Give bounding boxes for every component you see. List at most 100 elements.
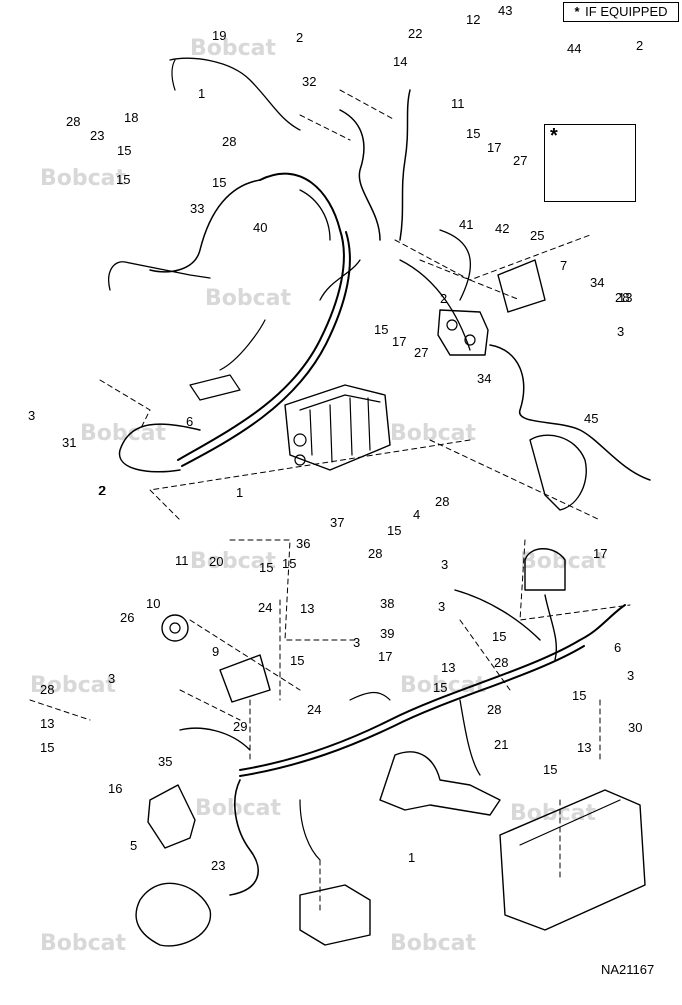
callout-label: 17	[378, 649, 392, 664]
callout-label: 44	[567, 41, 581, 56]
callout-label: 11	[175, 553, 189, 568]
callout-label: 3	[438, 599, 445, 614]
if-equipped-legend: * IF EQUIPPED	[563, 2, 679, 22]
callout-label: 28	[435, 494, 449, 509]
callout-label: 35	[158, 754, 172, 769]
callout-label: 28	[222, 134, 236, 149]
bobcat-watermark: Bobcat	[40, 931, 127, 956]
callout-label: 24	[307, 702, 321, 717]
callout-label: 3	[28, 408, 35, 423]
callout-label: 13	[441, 660, 455, 675]
callout-label: 10	[146, 596, 160, 611]
callout-label: 45	[584, 411, 598, 426]
bobcat-watermark: Bobcat	[390, 421, 477, 446]
bobcat-watermark: Bobcat	[390, 931, 477, 956]
callout-label: 2	[636, 38, 643, 53]
callout-label: 34	[590, 275, 604, 290]
callout-label: 34	[477, 371, 491, 386]
callout-label: 16	[108, 781, 122, 796]
callout-label: 1	[198, 86, 205, 101]
callout-label: 15	[40, 740, 54, 755]
callout-label: 3	[627, 668, 634, 683]
callout-label: 15	[572, 688, 586, 703]
callout-label: 19	[212, 28, 226, 43]
inset-star: *	[550, 125, 558, 147]
callout-label: 28	[615, 290, 629, 305]
callout-label: 20	[209, 554, 223, 569]
callout-label: 5	[130, 838, 137, 853]
callout-label: 28	[494, 655, 508, 670]
callout-label: 13	[618, 290, 632, 305]
legend-text: IF EQUIPPED	[585, 4, 668, 19]
callout-label: 9	[212, 644, 219, 659]
callout-label: 11	[451, 96, 465, 111]
callout-label: 6	[186, 414, 193, 429]
callout-label: 2	[296, 30, 303, 45]
callout-label: 13	[577, 740, 591, 755]
callout-label: 17	[392, 334, 406, 349]
callout-label: 28	[66, 114, 80, 129]
callout-label: 2	[99, 483, 106, 498]
callout-label: 13	[300, 601, 314, 616]
callout-label: 18	[124, 110, 138, 125]
callout-label: 3	[617, 324, 624, 339]
callout-label: 23	[211, 858, 225, 873]
callout-label: 14	[393, 54, 407, 69]
callout-label: 26	[120, 610, 134, 625]
callout-label: 15	[212, 175, 226, 190]
callout-label: 39	[380, 626, 394, 641]
callout-label: 12	[466, 12, 480, 27]
callout-label: 15	[543, 762, 557, 777]
callout-label: 32	[302, 74, 316, 89]
legend-star: *	[574, 4, 580, 19]
callout-label: 2	[440, 291, 447, 306]
callout-label: 27	[513, 153, 527, 168]
callout-label: 31	[62, 435, 76, 450]
bobcat-watermark: Bobcat	[190, 549, 277, 574]
callout-label: 1	[408, 850, 415, 865]
callout-label: 4	[413, 507, 420, 522]
callout-label: 29	[233, 719, 247, 734]
callout-label: 3	[108, 671, 115, 686]
callout-label: 15	[259, 560, 273, 575]
callout-label: 13	[40, 716, 54, 731]
bobcat-watermark: Bobcat	[40, 166, 127, 191]
callout-label: 40	[253, 220, 267, 235]
callout-label: 28	[40, 682, 54, 697]
callout-label: 21	[494, 737, 508, 752]
callout-label: 15	[117, 143, 131, 158]
callout-label: 25	[530, 228, 544, 243]
callout-label: 38	[380, 596, 394, 611]
bobcat-watermark: Bobcat	[205, 286, 292, 311]
callout-label: 36	[296, 536, 310, 551]
callout-label: 17	[487, 140, 501, 155]
callout-label: 42	[495, 221, 509, 236]
optional-part-inset: *	[544, 124, 636, 202]
callout-label: 37	[330, 515, 344, 530]
bobcat-watermark: Bobcat	[520, 549, 607, 574]
callout-label: 2	[98, 483, 105, 498]
callout-label: 1	[236, 485, 243, 500]
callout-label: 3	[441, 557, 448, 572]
callout-label: 43	[498, 3, 512, 18]
callout-label: 41	[459, 217, 473, 232]
bobcat-watermark: Bobcat	[195, 796, 282, 821]
callout-label: 15	[387, 523, 401, 538]
callout-label: 27	[414, 345, 428, 360]
callout-label: 3	[353, 635, 360, 650]
document-number: NA21167	[601, 962, 655, 977]
callout-label: 28	[487, 702, 501, 717]
callout-label: 23	[90, 128, 104, 143]
bobcat-watermark: Bobcat	[510, 801, 597, 826]
callout-label: 30	[628, 720, 642, 735]
callout-label: 15	[433, 680, 447, 695]
callout-label: 15	[492, 629, 506, 644]
bobcat-watermark: Bobcat	[190, 36, 277, 61]
callout-label: 15	[374, 322, 388, 337]
callout-label: 33	[190, 201, 204, 216]
callout-label: 6	[614, 640, 621, 655]
callout-label: 22	[408, 26, 422, 41]
callout-label: 28	[368, 546, 382, 561]
